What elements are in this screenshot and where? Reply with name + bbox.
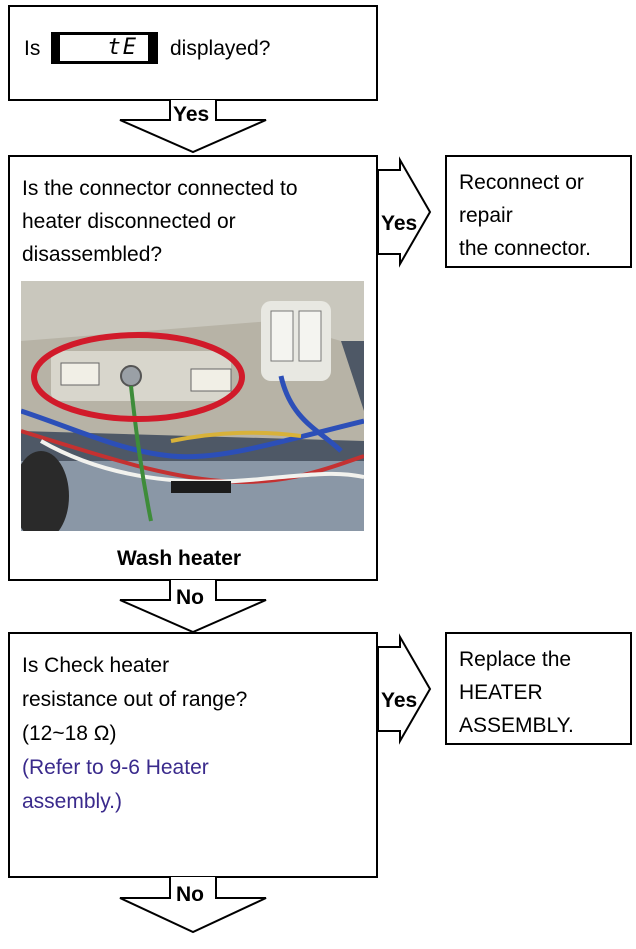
answer-yes-1: Yes [173,98,209,131]
answer-no-3: No [176,878,204,911]
answer-no-2: No [176,581,204,614]
answer-yes-right-3: Yes [381,684,417,717]
answer-yes-right-2: Yes [381,207,417,240]
